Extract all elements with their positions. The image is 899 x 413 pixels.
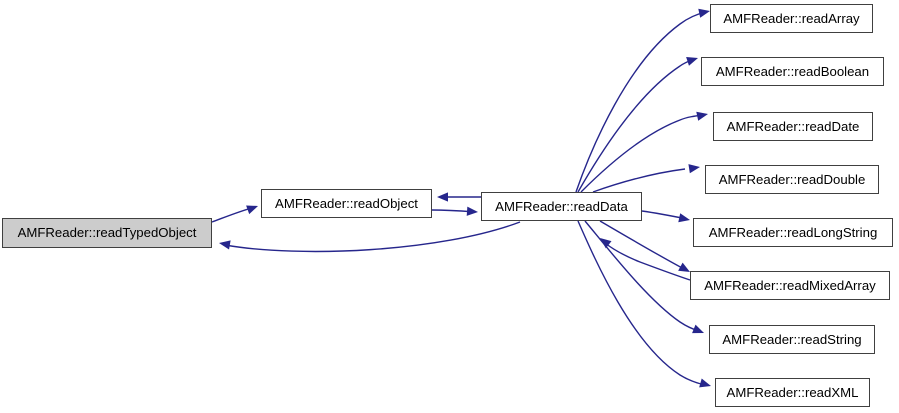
- node-label-readObject: AMFReader::readObject: [275, 195, 418, 211]
- node-label-readMixedArray: AMFReader::readMixedArray: [704, 277, 876, 293]
- edge-arrowhead: [686, 57, 698, 66]
- node-label-readString: AMFReader::readString: [722, 331, 862, 347]
- node-label-readLongString: AMFReader::readLongString: [708, 224, 878, 240]
- node-readString[interactable]: AMFReader::readString: [709, 325, 875, 354]
- edge-readData-to-readDate: [580, 111, 708, 193]
- node-readDouble[interactable]: AMFReader::readDouble: [705, 165, 879, 194]
- edge-readData-to-readLongString: [641, 210, 690, 223]
- node-label-readData: AMFReader::readData: [495, 198, 628, 214]
- edge-readData-to-readTypedObject: [219, 221, 521, 253]
- edge-arrowhead: [246, 205, 258, 215]
- edge-readData-to-readObject: [437, 192, 481, 202]
- edge-readTypedObject-to-readObject: [211, 205, 258, 223]
- edge-readData-to-readBoolean: [577, 57, 698, 193]
- node-readMixedArray[interactable]: AMFReader::readMixedArray: [690, 271, 890, 300]
- edge-readData-to-readArray: [575, 8, 710, 193]
- edge-arrowhead: [600, 238, 612, 249]
- node-label-readBoolean: AMFReader::readBoolean: [715, 63, 870, 79]
- edge-arrowhead: [696, 111, 708, 121]
- edge-readData-to-readString: [584, 220, 704, 334]
- node-readObject[interactable]: AMFReader::readObject: [261, 189, 432, 218]
- edge-readData-to-readDouble: [592, 164, 700, 193]
- edge-arrowhead: [678, 213, 690, 223]
- node-label-readArray: AMFReader::readArray: [723, 10, 860, 26]
- node-readDate[interactable]: AMFReader::readDate: [713, 112, 873, 141]
- node-readData[interactable]: AMFReader::readData: [481, 192, 642, 221]
- edge-readMixedArray-to-readData: [600, 238, 691, 281]
- edge-arrowhead: [692, 324, 704, 334]
- edge-arrowhead: [688, 164, 700, 174]
- node-label-readTypedObject: AMFReader::readTypedObject: [17, 225, 197, 241]
- node-label-readDate: AMFReader::readDate: [726, 118, 860, 134]
- node-readXML[interactable]: AMFReader::readXML: [715, 378, 870, 407]
- node-label-readDouble: AMFReader::readDouble: [718, 171, 866, 187]
- edge-arrowhead: [466, 206, 478, 216]
- node-label-readXML: AMFReader::readXML: [726, 384, 859, 400]
- edge-arrowhead: [699, 378, 711, 388]
- edge-arrowhead: [437, 192, 448, 202]
- node-readLongString[interactable]: AMFReader::readLongString: [693, 218, 893, 247]
- node-readBoolean[interactable]: AMFReader::readBoolean: [701, 57, 884, 86]
- node-readTypedObject[interactable]: AMFReader::readTypedObject: [2, 218, 212, 248]
- edge-readData-to-readMixedArray: [599, 220, 690, 272]
- edge-readObject-to-readData: [431, 206, 478, 216]
- node-readArray[interactable]: AMFReader::readArray: [710, 4, 873, 33]
- edge-arrowhead: [219, 240, 231, 250]
